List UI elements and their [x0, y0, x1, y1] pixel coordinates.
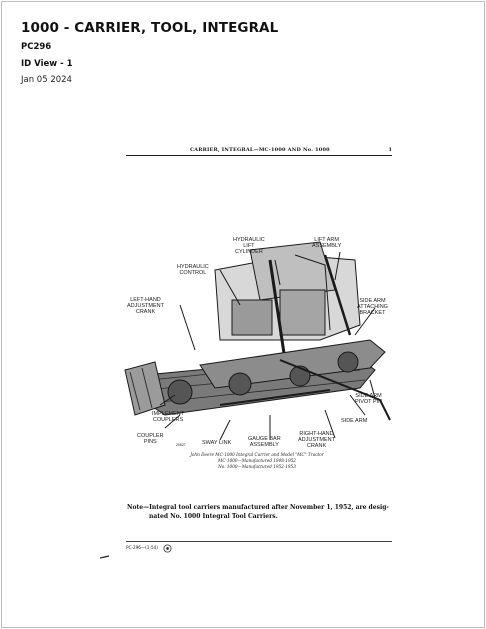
- note-line-2: nated No. 1000 Integral Tool Carriers.: [149, 513, 278, 520]
- label-figure-number: 20627: [176, 443, 186, 447]
- footer-rule: [126, 541, 392, 542]
- running-head: CARRIER, INTEGRAL—MC-1000 AND No. 1000 1: [126, 147, 392, 156]
- caption-line-2: MC-1000—Manufactured 1948-1952: [218, 458, 296, 463]
- label-side-arm: SIDE ARM: [341, 418, 368, 424]
- page-number: 1: [388, 147, 392, 153]
- caption-line-3: No. 1000—Manufactured 1952-1953: [218, 464, 296, 469]
- label-sway-link: SWAY LINK: [202, 440, 232, 446]
- note-line-1: Note—Integral tool carriers manufactured…: [127, 504, 389, 511]
- document-title: 1000 - CARRIER, TOOL, INTEGRAL: [21, 20, 279, 36]
- note-paragraph: Note—Integral tool carriers manufactured…: [127, 503, 392, 521]
- stray-pen-mark: [100, 555, 110, 559]
- figure-caption: John Deere MC-1000 Integral Carrier and …: [172, 452, 342, 470]
- view-label: ID View - 1: [21, 59, 73, 69]
- document-code: PC296: [21, 42, 52, 52]
- footer-code: PC-296—(1-54): [126, 545, 158, 550]
- union-label-icon: [163, 544, 172, 553]
- document-date: Jan 05 2024: [21, 75, 72, 85]
- caption-line-1: John Deere MC-1000 Integral Carrier and …: [190, 452, 324, 457]
- running-head-title: CARRIER, INTEGRAL—MC-1000 AND No. 1000: [190, 147, 330, 153]
- carrier-illustration: [124, 241, 391, 441]
